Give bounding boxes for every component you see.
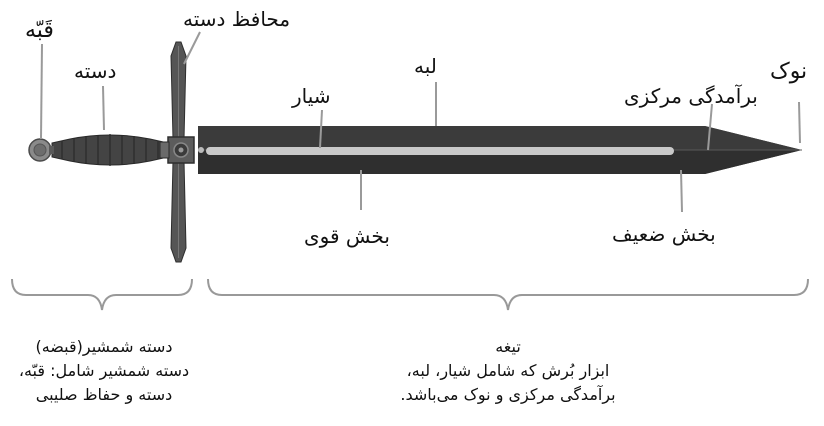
label-fuller: شیار xyxy=(292,84,331,108)
caption-hilt-line2: دسته و حفاظ صلیبی xyxy=(35,385,173,404)
label-grip: دسته xyxy=(74,59,117,83)
label-point: نوک xyxy=(770,59,808,84)
caption-blade-line2: برآمدگی مرکزی و نوک می‌باشد. xyxy=(400,385,616,404)
caption-blade: تیغه ابزار بُرش که شامل شیار، لبه، برآمد… xyxy=(300,335,716,407)
leader-foible xyxy=(680,169,683,213)
label-forte: بخش قوی xyxy=(304,224,390,248)
leader-pommel xyxy=(40,43,43,140)
leader-grip xyxy=(102,85,105,131)
grip-wrapping xyxy=(61,134,159,166)
label-pommel: قَبّه xyxy=(25,18,54,43)
label-foible: بخش ضعیف xyxy=(612,222,716,246)
grip-ferrule xyxy=(159,141,170,159)
caption-hilt: دسته شمشیر(قبضه) دسته شمشیر شامل: قبّه، … xyxy=(0,335,208,407)
pommel xyxy=(28,138,54,162)
crossguard xyxy=(167,41,195,263)
label-edge: لبه xyxy=(414,54,437,78)
fuller xyxy=(206,147,674,155)
blade xyxy=(198,126,802,174)
braces xyxy=(11,278,809,311)
caption-blade-line1: ابزار بُرش که شامل شیار، لبه، xyxy=(406,361,610,380)
leader-crossguard xyxy=(183,31,201,65)
leader-ridge xyxy=(707,103,713,151)
hilt-brace xyxy=(11,278,193,311)
blade-brace xyxy=(207,278,809,311)
grip xyxy=(51,134,170,166)
leader-lines xyxy=(40,31,801,213)
blade-bottom-bevel xyxy=(198,150,802,174)
leader-point xyxy=(798,101,801,144)
caption-hilt-title: دسته شمشیر(قبضه) xyxy=(35,337,173,356)
caption-hilt-line1: دسته شمشیر شامل: قبّه، xyxy=(18,361,190,380)
label-crossguard: محافظ دسته xyxy=(183,7,291,31)
leader-fuller xyxy=(319,109,323,149)
label-ridge: برآمدگی مرکزی xyxy=(624,84,758,108)
caption-blade-title: تیغه xyxy=(495,337,521,356)
blade-top-bevel xyxy=(198,126,802,150)
ricasso-rivet xyxy=(198,147,204,153)
